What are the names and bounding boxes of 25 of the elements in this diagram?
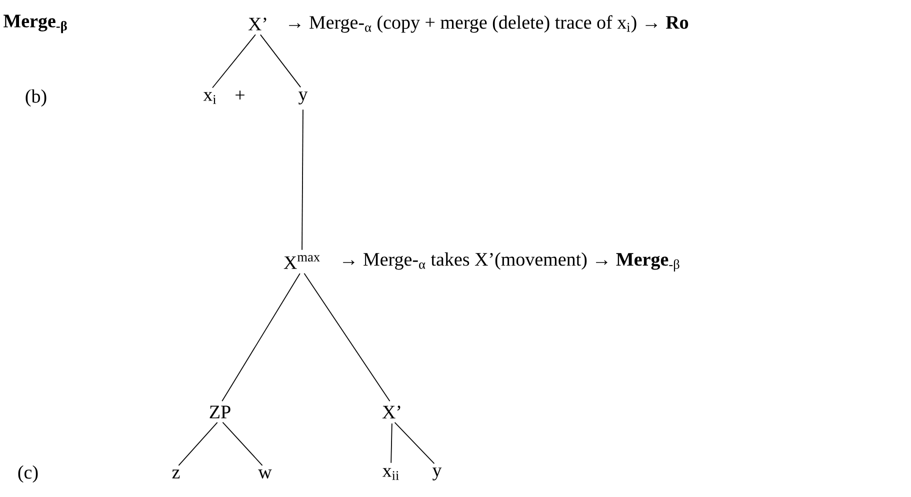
tree-node-label: ZP [210,406,230,418]
part-label: Merge$_{-β}$ [4,14,67,34]
tree-node-label: z [172,470,180,478]
panel-label: (b) [26,89,46,107]
annotation-text: → Merge-$_{α}$ takes X’(movement) → Merge$_{-β}$ [343,252,680,272]
tree-node-label: x$_{i}$ [203,92,216,104]
tree-branch [394,422,435,464]
tree-node-label: x$_{ii}$ [382,468,399,480]
tree-branch [304,272,390,402]
tree-branch [390,423,392,464]
tree-branch [212,34,256,88]
tree-branch [260,34,302,88]
tree-branch [222,422,263,466]
tree-node-label: w [258,470,272,478]
tree-node-label: X’ [382,406,400,418]
tree-node-label: y [298,92,308,104]
tree-node-label: X’ [248,18,266,30]
tree-branch [222,273,300,402]
tree-node-label: X$^{max}$ [284,255,320,269]
tree-branch [178,422,218,466]
panel-label: (c) [18,465,38,483]
tree-branch [302,109,304,250]
annotation-text: → Merge-$_{α}$ (copy + merge (delete) trace of x$_{i}$) → Ro [289,15,688,33]
plus-sign: + [236,90,244,100]
tree-node-label: y [432,468,442,480]
